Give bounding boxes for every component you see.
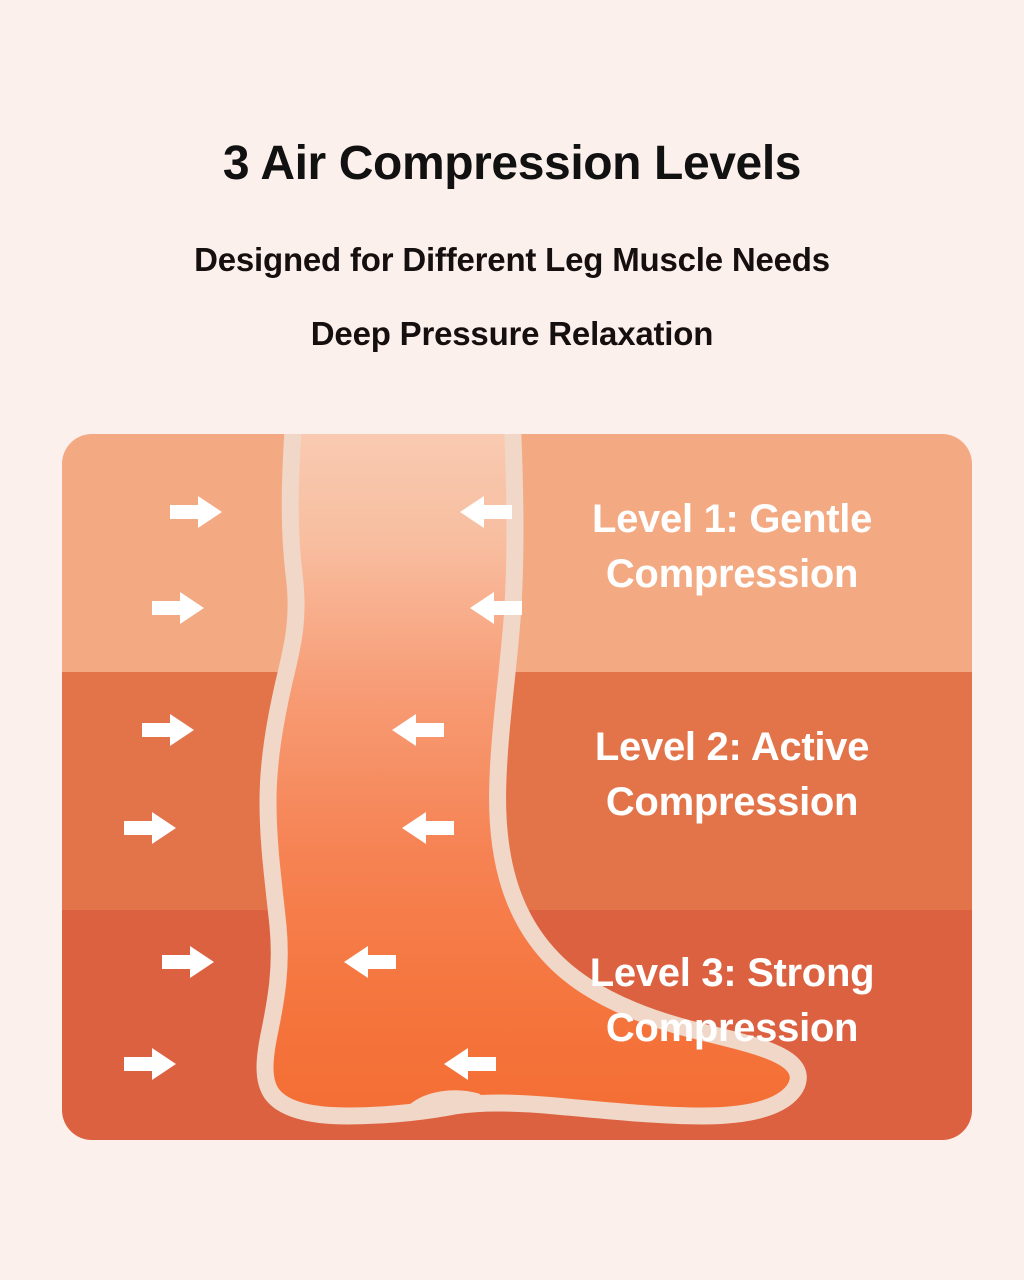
- level-3-label: Level 3: Strong Compression: [589, 951, 875, 1051]
- arrow-right-l1-b: [152, 592, 204, 624]
- arrow-right-l1-a: [170, 496, 222, 528]
- arrow-right-l2-b: [124, 812, 176, 844]
- arrow-right-l3-a: [162, 946, 214, 978]
- leg-svg: [256, 434, 807, 1125]
- leg-shape: [256, 434, 807, 1125]
- headings-block: 3 Air Compression Levels Designed for Di…: [0, 0, 1024, 352]
- heel-arch-accent: [407, 1090, 483, 1117]
- arrow-left-l3-a: [344, 946, 396, 978]
- page-subtitle: Designed for Different Leg Muscle Needs: [194, 240, 830, 278]
- band-level-2: [62, 672, 972, 910]
- leg-illustration: [62, 434, 972, 1140]
- arrow-left-l1-a: [460, 496, 512, 528]
- level-2-label: Level 2: Active Compression: [594, 725, 870, 825]
- arrow-right-l2-a: [142, 714, 194, 746]
- arrow-left-l3-b: [444, 1048, 496, 1080]
- page-title: 3 Air Compression Levels: [222, 137, 802, 190]
- arrow-left-l2-b: [402, 812, 454, 844]
- arrow-left-l2-a: [392, 714, 444, 746]
- arrow-right-l3-b: [124, 1048, 176, 1080]
- arrow-left-l1-b: [470, 592, 522, 624]
- page-subtitle-secondary: Deep Pressure Relaxation: [310, 315, 714, 353]
- compression-levels-card: Level 1: Gentle Compression Level 2: Act…: [62, 434, 972, 1140]
- level-1-label: Level 1: Gentle Compression: [591, 497, 873, 597]
